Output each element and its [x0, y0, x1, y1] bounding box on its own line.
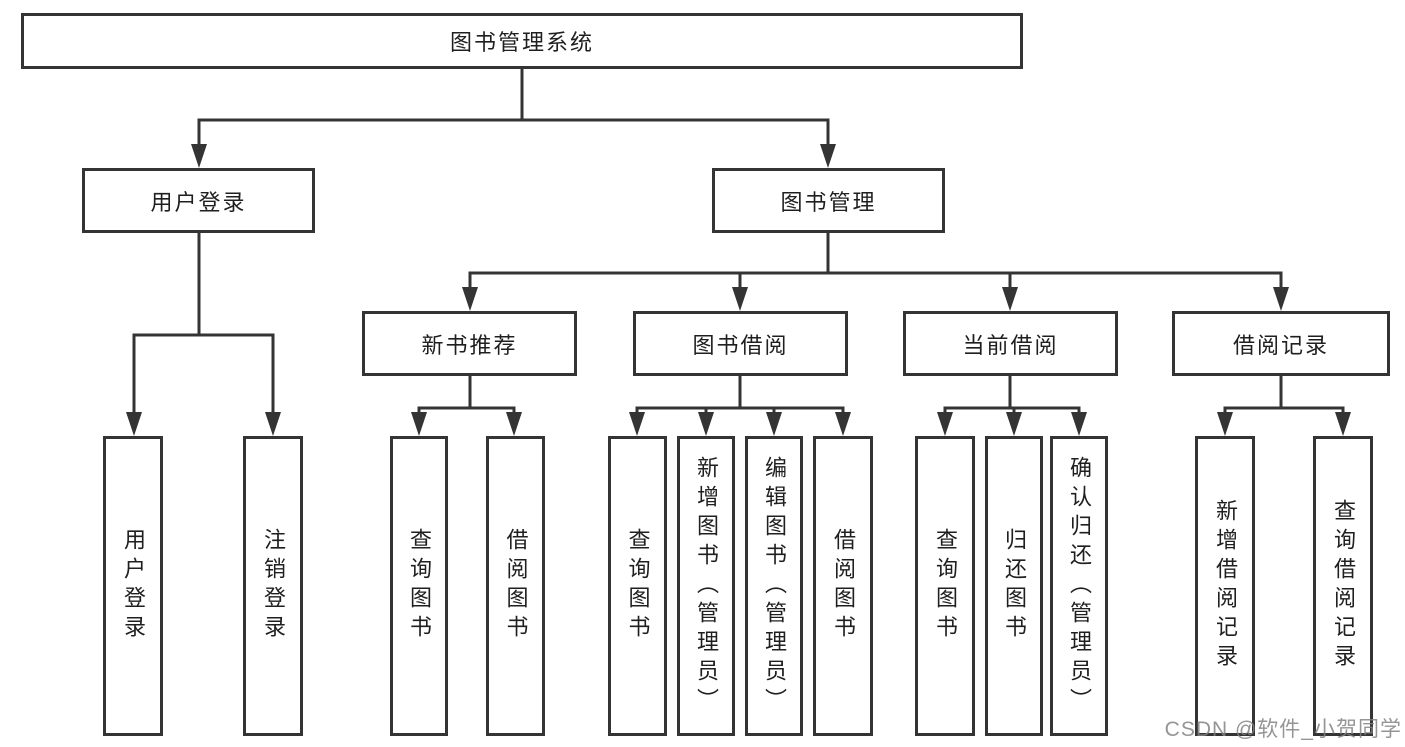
- leaf-borrow-book-label: 借阅图书: [831, 528, 856, 644]
- arrowhead: [766, 412, 782, 436]
- arrowhead: [629, 412, 645, 436]
- node-borrow-record-label: 借阅记录: [1232, 332, 1329, 358]
- leaf-user-login-label: 用户登录: [121, 528, 146, 644]
- leaf-newbook-borrow: 借阅图书: [486, 436, 545, 736]
- leaf-borrow-add: 新增图书（管理员）: [677, 436, 735, 736]
- arrowhead: [820, 144, 836, 168]
- leaf-borrow-edit-label: 编辑图书（管理员）: [762, 455, 787, 717]
- leaf-borrow-edit: 编辑图书（管理员）: [745, 436, 803, 736]
- leaf-current-confirm: 确认归还（管理员）: [1050, 436, 1108, 736]
- arrowhead: [732, 287, 748, 311]
- arrowhead: [1002, 287, 1018, 311]
- arrowhead: [1006, 412, 1022, 436]
- arrowhead: [835, 412, 851, 436]
- arrowhead: [506, 412, 522, 436]
- leaf-logout-label: 注销登录: [261, 528, 286, 644]
- leaf-current-return: 归还图书: [985, 436, 1043, 736]
- arrowhead: [1217, 412, 1233, 436]
- leaf-current-confirm-label: 确认归还（管理员）: [1067, 455, 1092, 717]
- connector-book-mgmt: [468, 233, 1283, 289]
- arrowhead: [1071, 412, 1087, 436]
- node-root: 图书管理系统: [21, 13, 1023, 69]
- node-new-book-label: 新书推荐: [421, 332, 518, 358]
- node-root-label: 图书管理系统: [449, 30, 594, 55]
- connector-borrow-record: [1223, 376, 1345, 416]
- node-book-borrow-label: 图书借阅: [692, 332, 789, 358]
- connector-book-borrow: [635, 376, 845, 416]
- node-user-login: 用户登录: [82, 168, 315, 233]
- node-borrow-record: 借阅记录: [1172, 311, 1390, 376]
- node-book-mgmt: 图书管理: [712, 168, 945, 233]
- node-current-borrow: 当前借阅: [903, 311, 1118, 376]
- arrowhead: [411, 412, 427, 436]
- node-user-login-label: 用户登录: [150, 189, 247, 215]
- watermark: CSDN @软件_小贺同学: [1164, 718, 1402, 741]
- leaf-record-add: 新增借阅记录: [1195, 436, 1255, 736]
- node-new-book: 新书推荐: [362, 311, 577, 376]
- node-current-borrow-label: 当前借阅: [962, 332, 1059, 358]
- arrowhead: [265, 412, 281, 436]
- leaf-logout: 注销登录: [243, 436, 303, 736]
- node-book-mgmt-label: 图书管理: [780, 189, 877, 215]
- connector-root: [197, 69, 830, 146]
- leaf-newbook-query-label: 查询图书: [407, 528, 432, 644]
- leaf-current-return-label: 归还图书: [1002, 528, 1027, 644]
- leaf-record-query: 查询借阅记录: [1313, 436, 1373, 736]
- leaf-current-query: 查询图书: [915, 436, 975, 736]
- leaf-record-query-label: 查询借阅记录: [1331, 499, 1356, 673]
- leaf-record-add-label: 新增借阅记录: [1213, 499, 1238, 673]
- node-book-borrow: 图书借阅: [633, 311, 848, 376]
- arrowhead: [191, 144, 207, 168]
- connector-new-book: [417, 376, 516, 416]
- leaf-borrow-add-label: 新增图书（管理员）: [694, 455, 719, 717]
- connector-current-borrow: [943, 376, 1081, 416]
- leaf-current-query-label: 查询图书: [933, 528, 958, 644]
- leaf-borrow-book: 借阅图书: [813, 436, 873, 736]
- arrowhead: [126, 412, 142, 436]
- leaf-borrow-query: 查询图书: [608, 436, 667, 736]
- leaf-newbook-borrow-label: 借阅图书: [503, 528, 529, 644]
- leaf-borrow-query-label: 查询图书: [625, 528, 651, 644]
- arrowhead: [462, 287, 478, 311]
- leaf-newbook-query: 查询图书: [390, 436, 448, 736]
- arrowhead: [937, 412, 953, 436]
- arrowhead: [1273, 287, 1289, 311]
- arrowhead: [698, 412, 714, 436]
- leaf-user-login: 用户登录: [103, 436, 163, 736]
- connector-user-login: [132, 233, 275, 414]
- arrowhead: [1335, 412, 1351, 436]
